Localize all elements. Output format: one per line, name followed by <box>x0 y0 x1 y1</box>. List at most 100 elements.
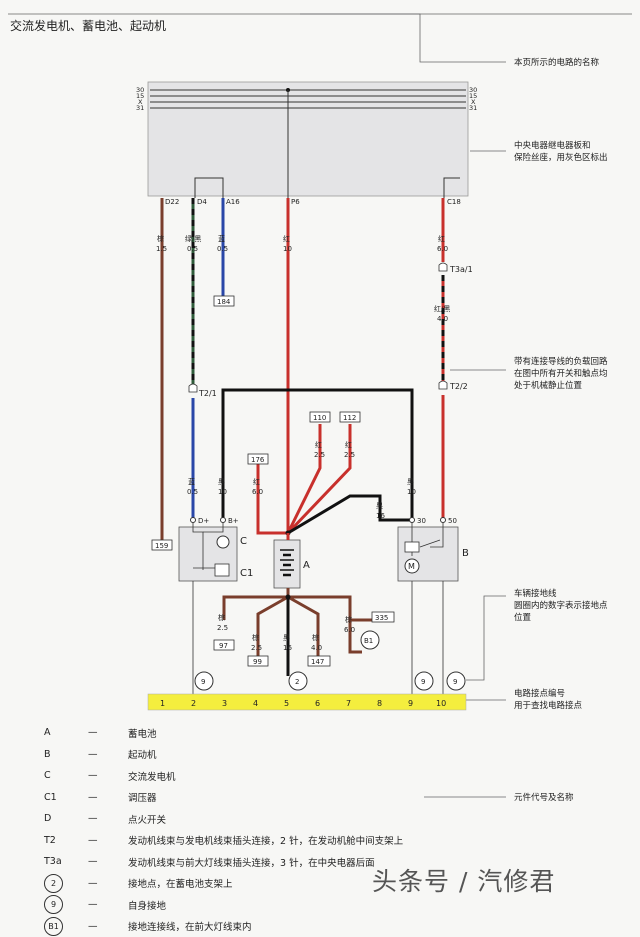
label-black-mid-color: 黑 <box>218 478 225 486</box>
junction-number: 8 <box>377 699 382 708</box>
starter-50-terminal <box>441 518 446 523</box>
label-black-starter-color: 黑 <box>407 478 414 486</box>
plug-t2-1: T2/1 <box>198 389 217 398</box>
label-brown-b1-size: 6.0 <box>344 626 355 634</box>
connector-a16: A16 <box>226 198 240 206</box>
annotation-ground-2: 圆圈内的数字表示接地点 <box>514 600 608 611</box>
junction-number: 9 <box>408 699 413 708</box>
legend-description: 点火开关 <box>128 812 484 826</box>
label-black-ground-size: 16 <box>283 644 292 652</box>
legend-row: D—点火开关 <box>44 808 484 830</box>
starter-box <box>398 527 458 581</box>
legend-code: A <box>44 727 88 738</box>
legend-code: B <box>44 749 88 760</box>
legend-row: B1 —接地连接线，在前大灯线束内 <box>44 916 484 937</box>
label-red-176-color: 红 <box>253 477 260 486</box>
legend-code-circle: 9 <box>44 895 63 914</box>
legend-code: B1 <box>44 917 88 936</box>
label-blue-color: 蓝 <box>218 234 225 243</box>
legend-row: A—蓄电池 <box>44 722 484 744</box>
legend-description: 发动机线束与发电机线束插头连接，2 针，在发动机舱中间支架上 <box>128 833 484 847</box>
legend-dash: — <box>88 792 128 803</box>
legend-row: C1—调压器 <box>44 787 484 809</box>
legend-code: D <box>44 813 88 824</box>
label-red-p6-color: 红 <box>283 234 290 243</box>
label-red-176-size: 6.0 <box>252 488 263 496</box>
label-red-p6-size: 10 <box>283 245 292 253</box>
label-black-mid-size: 10 <box>218 488 227 496</box>
annotation-relay-1: 中央电器继电器板和 <box>514 140 591 151</box>
legend-code: C1 <box>44 792 88 803</box>
watermark: 头条号 / 汽修君 <box>372 862 555 898</box>
junction-number: 6 <box>315 699 320 708</box>
label-red-c18-size: 6.0 <box>437 245 448 253</box>
legend-dash: — <box>88 878 128 889</box>
alt-dplus-terminal <box>191 518 196 523</box>
legend-row: B—起动机 <box>44 744 484 766</box>
junction-number: 1 <box>160 699 165 708</box>
label-black-ground-color: 黑 <box>283 634 290 642</box>
regulator-symbol-icon <box>215 564 229 576</box>
label-brown-color: 棕 <box>157 234 164 243</box>
label-black-starter-size: 10 <box>407 488 416 496</box>
starter-motor-m: M <box>408 562 415 571</box>
junction-number: 7 <box>346 699 351 708</box>
plug-t3a-1: T3a/1 <box>449 265 473 274</box>
legend-dash: — <box>88 770 128 781</box>
annotation-components: 元件代号及名称 <box>514 792 574 803</box>
legend-code-circle: B1 <box>44 917 63 936</box>
ref-159: 159 <box>155 542 168 550</box>
label-blue-mid-color: 蓝 <box>188 477 195 486</box>
label-red-112-color: 红 <box>345 440 352 449</box>
ref-335: 335 <box>375 614 388 622</box>
junction-number: 10 <box>436 699 446 708</box>
junction-number: 5 <box>284 699 289 708</box>
annotation-ground-1: 车辆接地线 <box>514 588 557 599</box>
annotation-junction-1: 电路接点编号 <box>514 688 565 699</box>
annotation-ground-3: 位置 <box>514 612 532 623</box>
label-red-110-color: 红 <box>315 440 322 449</box>
leader-title <box>300 14 506 62</box>
page-title: 交流发电机、蓄电池、起动机 <box>10 18 166 33</box>
label-blue-size: 0.5 <box>217 245 228 253</box>
starter-30-label: 30 <box>417 517 426 525</box>
leader-ground <box>466 596 506 680</box>
label-brown-147-size: 4.0 <box>311 644 322 652</box>
starter-letter: B <box>462 548 469 559</box>
legend-code: 9 <box>44 895 88 914</box>
plug-t3a-1-icon <box>439 263 447 271</box>
legend-description: 起动机 <box>128 747 484 761</box>
relay-panel <box>148 82 468 196</box>
legend-row: T2—发动机线束与发电机线束插头连接，2 针，在发动机舱中间支架上 <box>44 830 484 852</box>
label-brown-97-color: 棕 <box>218 613 225 622</box>
legend-dash: — <box>88 813 128 824</box>
legend-description: 接地连接线，在前大灯线束内 <box>128 919 484 933</box>
starter-50-label: 50 <box>448 517 457 525</box>
annotation-load-2: 在图中所有开关和触点均 <box>514 368 608 379</box>
legend-code: C <box>44 770 88 781</box>
legend-dash: — <box>88 856 128 867</box>
legend-description: 自身接地 <box>128 898 484 912</box>
legend-dash: — <box>88 921 128 932</box>
label-gb-color: 绿/黑 <box>185 234 201 243</box>
ground-9a-label: 9 <box>201 678 205 686</box>
label-black-diag-color: 黑 <box>376 502 383 510</box>
junction-number: 3 <box>222 699 227 708</box>
legend-dash: — <box>88 835 128 846</box>
annotation-junction-2: 用于查找电路接点 <box>514 700 583 711</box>
label-red-112-size: 2.5 <box>344 451 355 459</box>
legend-dash: — <box>88 899 128 910</box>
ground-9c-label: 9 <box>453 678 457 686</box>
annotation-page-circuit: 本页所示的电路的名称 <box>514 57 600 68</box>
alt-bplus-terminal <box>221 518 226 523</box>
plug-t2-1-icon <box>189 384 197 392</box>
annotation-load-1: 带有连接导线的负载回路 <box>514 356 608 367</box>
ground-2-label: 2 <box>295 678 299 686</box>
solenoid-symbol-icon <box>405 542 419 552</box>
ground-9b-label: 9 <box>421 678 425 686</box>
label-rb-size: 4.0 <box>437 315 448 323</box>
legend-description: 调压器 <box>128 790 484 804</box>
annotation-relay-2: 保险丝座，用灰色区标出 <box>514 152 608 163</box>
ref-112: 112 <box>343 414 356 422</box>
